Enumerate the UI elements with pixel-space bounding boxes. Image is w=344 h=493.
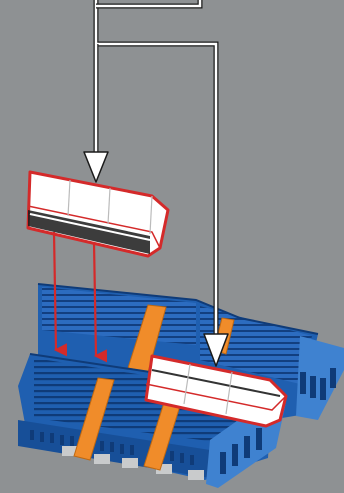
terminal-block-marker-diagram bbox=[0, 0, 344, 493]
